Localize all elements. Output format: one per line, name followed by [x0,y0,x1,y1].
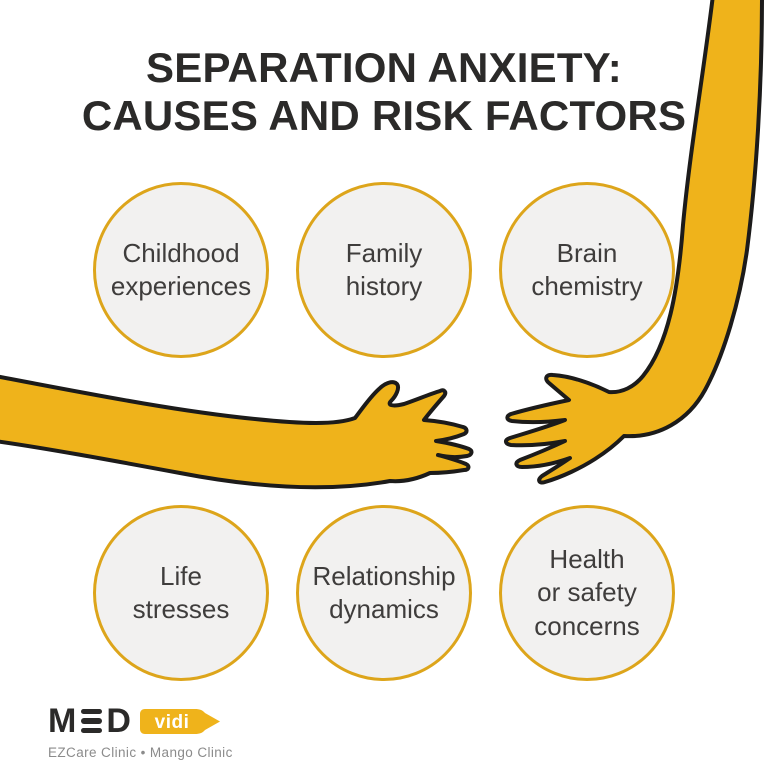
logo-tagline: EZCare Clinic • Mango Clinic [48,745,233,760]
vidi-tag: vidi [139,708,220,734]
med-e-bars-icon [81,708,103,734]
page-title-line2: CAUSES AND RISK FACTORS [81,91,687,139]
medvidi-wordmark-row: M D vidi [48,704,233,738]
vidi-tag-label: vidi [155,712,190,733]
med-wordmark: M D [48,704,132,738]
med-letter-d: D [106,702,132,740]
vidi-tag-shape [139,708,220,734]
med-letter-m: M [48,702,78,740]
page-title-line1: SEPARATION ANXIETY: [146,44,622,91]
page-title: SEPARATION ANXIETY: CAUSES AND RISK FACT… [0,44,768,140]
medvidi-logo: M D vidi EZCare Clinic • Mango Clinic [48,704,233,760]
